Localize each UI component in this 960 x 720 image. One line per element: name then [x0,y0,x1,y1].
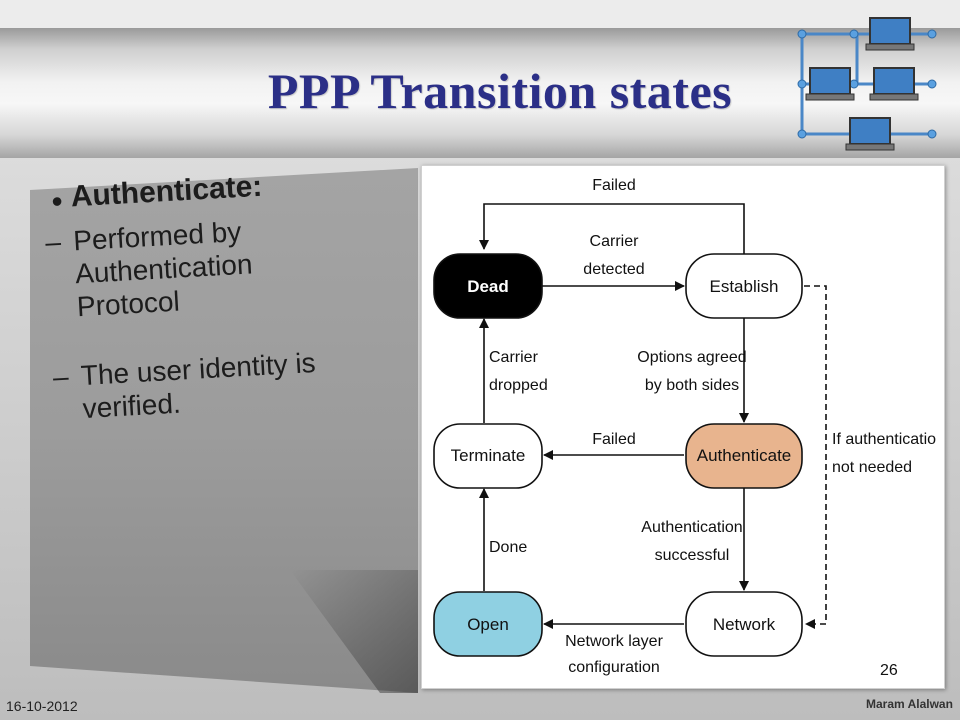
svg-text:Establish: Establish [710,277,779,296]
label-carrier-dropped-1: Carrier [489,349,539,366]
label-options-agreed-1: Options agreed [637,349,746,366]
svg-text:Terminate: Terminate [451,446,526,465]
label-auth-successful-2: successful [655,547,730,564]
node-dead: Dead [433,253,543,319]
label-network-config-2: configuration [568,659,660,676]
bullet-sub-1: – Performed by Authentication Protocol [44,215,254,323]
node-authenticate: Authenticate [685,423,803,489]
bullet-list: ● Authenticate: – Performed by Authentic… [42,162,415,427]
top-strip [0,0,960,28]
label-failed-mid: Failed [592,431,636,448]
svg-text:Open: Open [467,615,509,634]
node-open: Open [433,591,543,657]
label-carrier-dropped-2: dropped [489,377,548,394]
label-auth-successful-1: Authentication [641,519,742,536]
label-options-agreed-2: by both sides [645,377,739,394]
node-terminate: Terminate [433,423,543,489]
label-done: Done [489,539,527,556]
node-network: Network [685,591,803,657]
edge-failed-top [479,203,745,254]
bullet-dot-icon: ● [50,189,64,213]
label-failed-top: Failed [592,177,636,194]
slide-date: 16-10-2012 [6,698,78,714]
slide-title: PPP Transition states [267,63,733,119]
edge-auth-not-needed [804,285,827,629]
node-establish: Establish [685,253,803,319]
svg-text:Network: Network [713,615,776,634]
slide-author: Maram Alalwan [866,697,953,711]
svg-text:Authenticate: Authenticate [697,446,792,465]
diagram-svg: Dead Establish Terminate Authenticate Op… [433,177,936,676]
bullet-main: ● Authenticate: [42,162,403,216]
label-auth-not-needed-2: not needed [832,459,912,476]
svg-text:Dead: Dead [467,277,509,296]
label-auth-not-needed-1: If authenticatio [832,431,936,448]
label-carrier-detected-2: detected [583,261,644,278]
label-carrier-detected-1: Carrier [590,233,640,250]
ppp-state-diagram: Dead Establish Terminate Authenticate Op… [421,165,945,689]
label-network-config-1: Network layer [565,633,663,650]
page-number: 26 [880,662,898,679]
network-computers-icon [797,17,937,151]
